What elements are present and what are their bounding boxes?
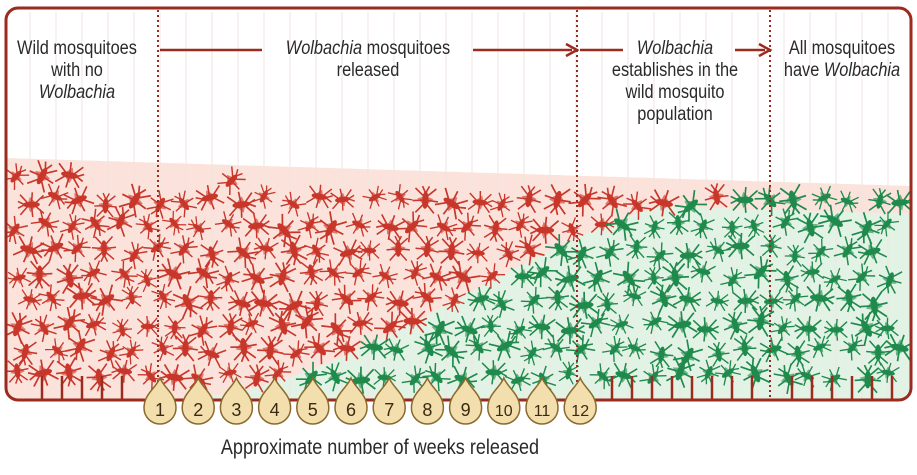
week-marker-label: 1 [155,400,165,420]
week-marker-label: 4 [270,400,280,420]
phase-all-line-2: have Wolbachia [782,60,902,82]
phase-wild-line-2: with no [13,60,142,82]
axis-caption: Approximate number of weeks released [182,436,578,460]
phase-released-line-1: Wolbachia mosquitoes [277,38,459,60]
phase-establishes-line-3: wild mosquito [602,82,748,104]
phase-released-line-2: released [277,60,459,82]
week-marker-label: 12 [571,403,589,420]
week-marker-label: 11 [534,403,551,420]
week-marker-label: 9 [461,400,471,420]
phase-establishes-line-2: establishes in the [602,60,748,82]
phase-all-line-1: All mosquitoes [782,38,902,60]
phase-all-word-2: Wolbachia [824,60,900,81]
week-marker-label: 10 [495,403,513,420]
phase-all-word-1: have [784,60,824,81]
phase-label-wild: Wild mosquitoes with no Wolbachia [13,38,142,104]
phase-released-word-2: mosquitoes [362,38,450,59]
phase-wild-line-3: Wolbachia [13,82,142,104]
week-marker-label: 3 [231,400,241,420]
phase-wild-line-1: Wild mosquitoes [13,38,142,60]
week-marker-label: 6 [346,400,356,420]
week-marker-label: 2 [193,400,203,420]
week-marker-label: 8 [422,400,432,420]
phase-label-establishes: Wolbachia establishes in the wild mosqui… [602,38,748,126]
week-marker-label: 5 [308,400,318,420]
phase-establishes-line-4: population [602,104,748,126]
phase-released-word-1: Wolbachia [286,38,362,59]
phase-label-all: All mosquitoes have Wolbachia [782,38,902,82]
week-marker-label: 7 [384,400,394,420]
phase-label-released: Wolbachia mosquitoes released [277,38,459,82]
phase-establishes-line-1: Wolbachia [602,38,748,60]
